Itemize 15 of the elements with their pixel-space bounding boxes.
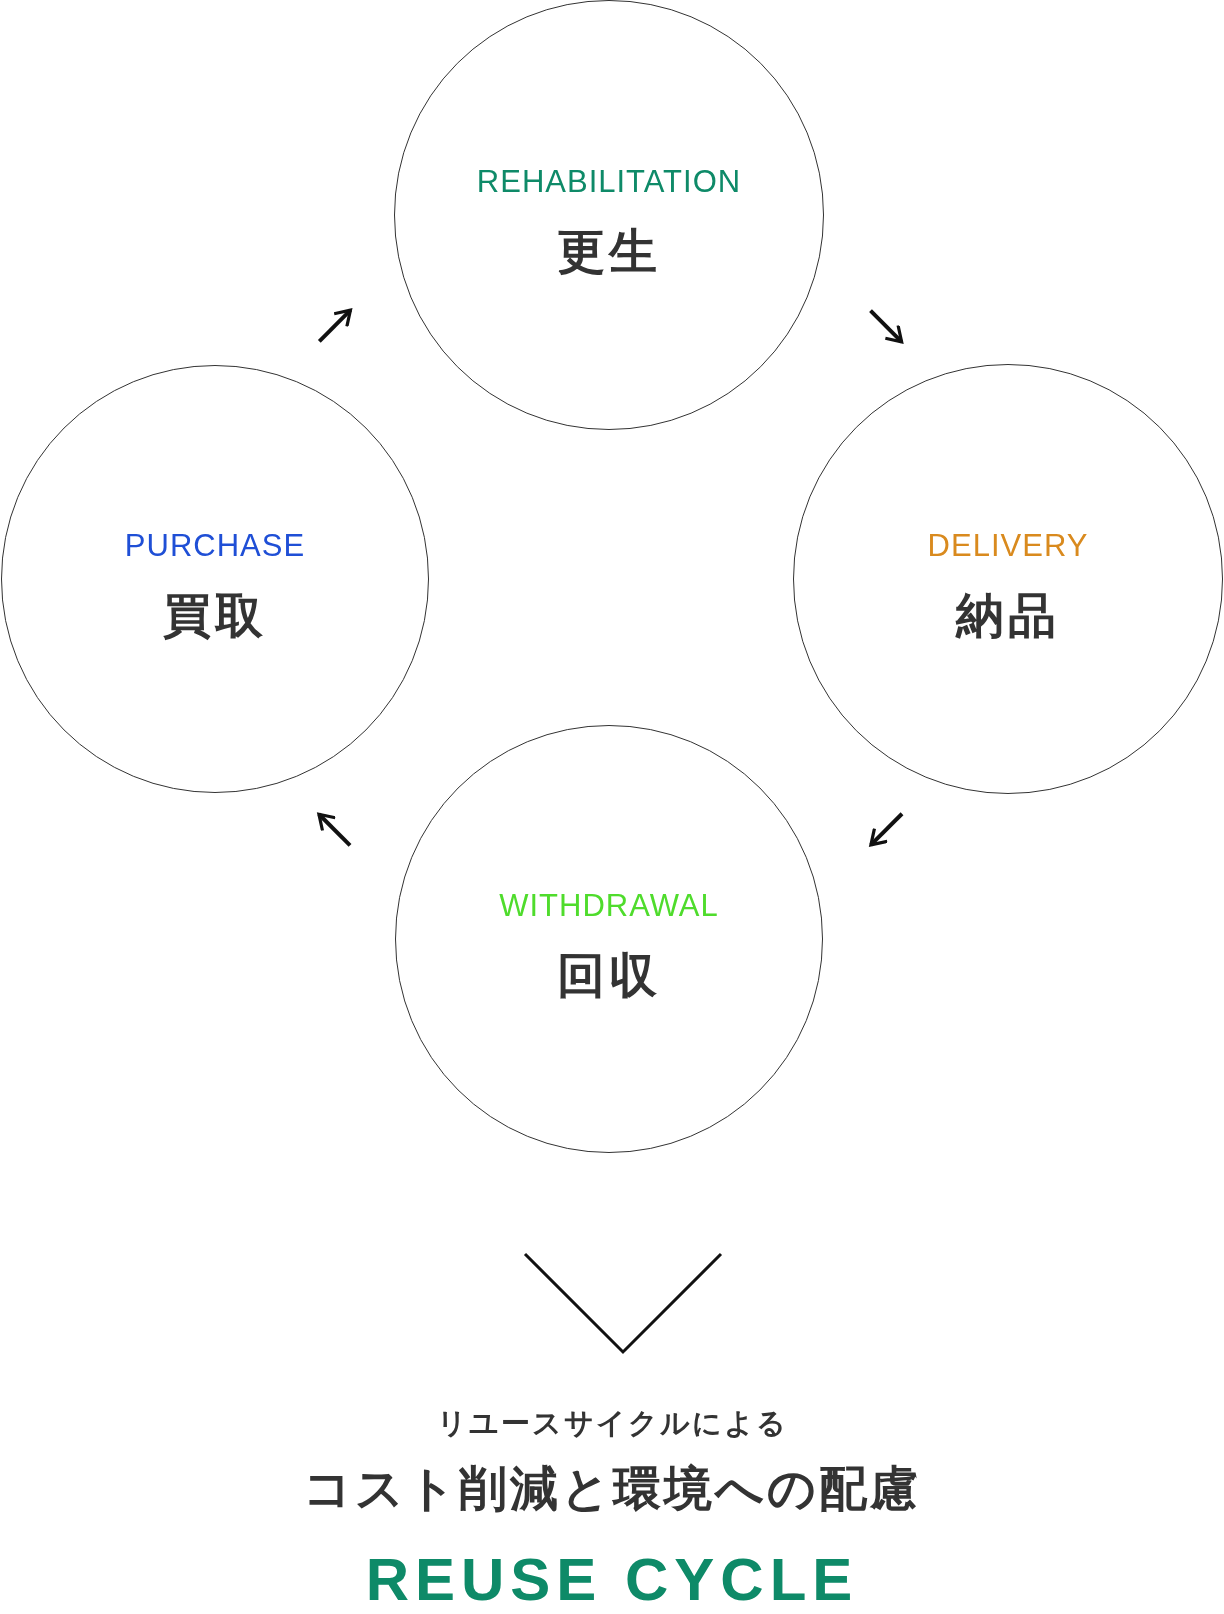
title: REUSE CYCLE (365, 1550, 859, 1610)
stage-title: 回収 (557, 952, 661, 1000)
arrow (317, 812, 352, 847)
stage-name: WITHDRAWAL (499, 890, 719, 921)
arrow (869, 309, 904, 344)
stage-name: REHABILITATION (476, 166, 742, 197)
arrow (317, 308, 353, 343)
arrow (869, 812, 904, 847)
stage-name: PURCHASE (124, 530, 306, 561)
stage-title: 納品 (956, 592, 1060, 640)
stage-title: 更生 (557, 228, 661, 276)
subtitle: リユースサイクルによる (436, 1409, 788, 1438)
stage-title: 買取 (163, 592, 267, 640)
stage-name: DELIVERY (927, 530, 1089, 561)
heading: コスト削減と環境への配慮 (303, 1465, 921, 1513)
